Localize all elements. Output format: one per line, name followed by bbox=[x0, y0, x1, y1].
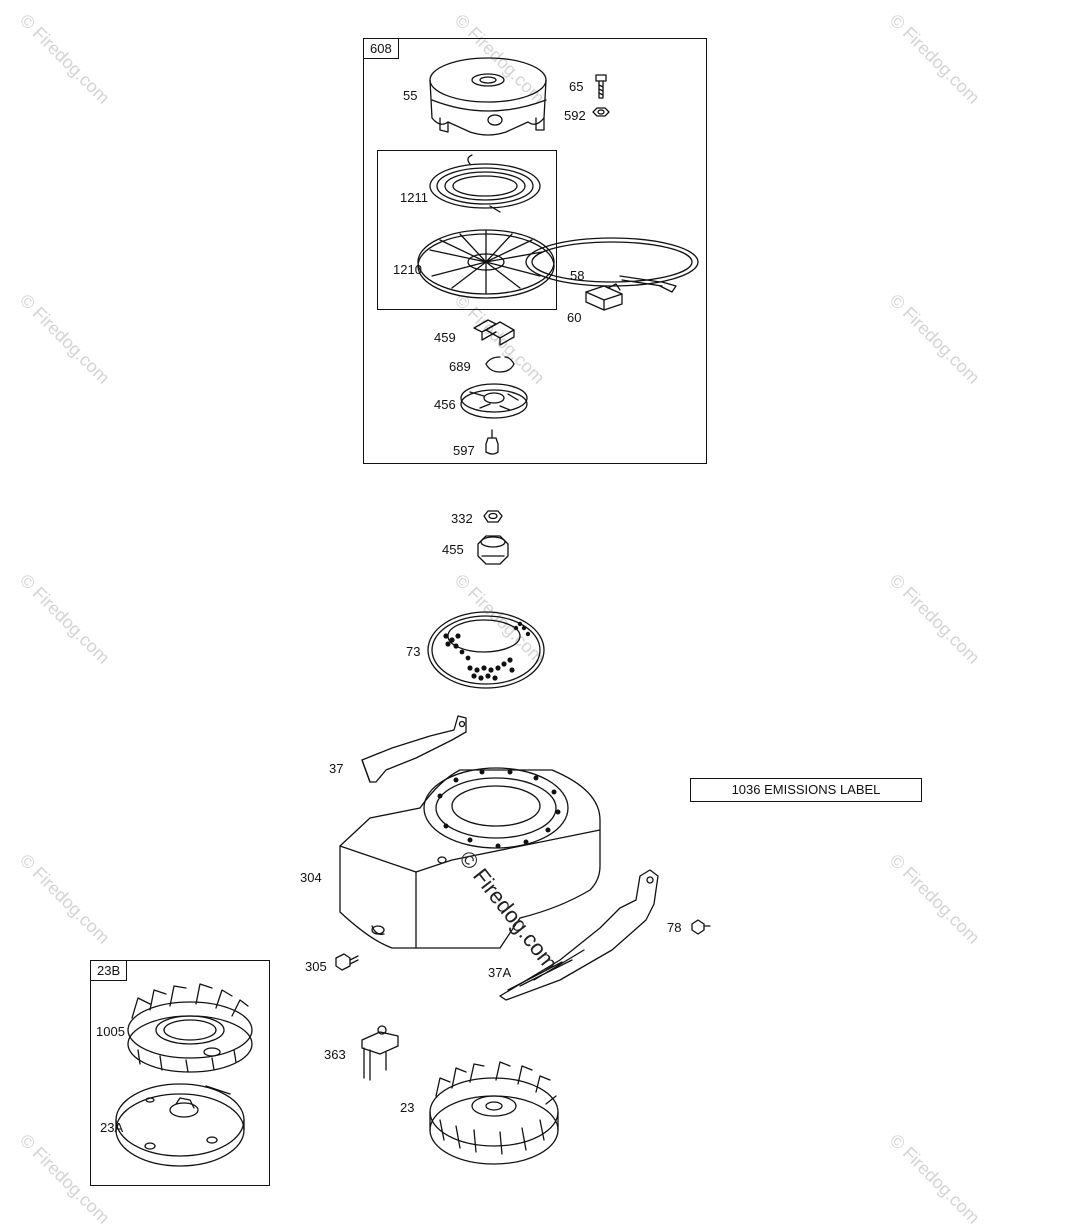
retainer-689 bbox=[485, 356, 515, 373]
starter-handle-60 bbox=[585, 283, 623, 311]
screw-597 bbox=[485, 429, 499, 455]
part-label-23A: 23A bbox=[100, 1120, 124, 1135]
group-box-608: 608 bbox=[363, 38, 707, 464]
bolt-65 bbox=[595, 74, 607, 99]
part-label-23: 23 bbox=[400, 1100, 415, 1115]
part-label-304: 304 bbox=[300, 870, 322, 885]
part-label-459: 459 bbox=[434, 330, 456, 345]
group-tag-608: 608 bbox=[364, 39, 399, 59]
flywheel-23 bbox=[429, 1061, 559, 1165]
group-box-23B: 23B bbox=[90, 960, 270, 1186]
part-label-363: 363 bbox=[324, 1047, 346, 1062]
starter-housing-55 bbox=[429, 57, 547, 136]
fan-1005 bbox=[127, 983, 253, 1073]
part-label-65: 65 bbox=[569, 79, 584, 94]
starter-dog-459 bbox=[473, 319, 515, 346]
emissions-label-box: 1036 EMISSIONS LABEL bbox=[690, 778, 922, 802]
part-label-58: 58 bbox=[570, 268, 585, 283]
part-label-455: 455 bbox=[442, 542, 464, 557]
part-label-597: 597 bbox=[453, 443, 475, 458]
screen-hub-455 bbox=[477, 535, 509, 565]
part-label-456: 456 bbox=[434, 397, 456, 412]
part-label-37A: 37A bbox=[488, 965, 512, 980]
exploded-view-drawing bbox=[115, 57, 711, 1167]
flywheel-plate-23A bbox=[115, 1083, 245, 1167]
part-label-305: 305 bbox=[305, 959, 327, 974]
blower-housing-304 bbox=[339, 767, 601, 949]
parts-diagram: © Firedog.com © Firedog.com © Firedog.co… bbox=[16, 10, 984, 1228]
baffle-37A bbox=[499, 869, 659, 1001]
nut-332 bbox=[483, 510, 503, 523]
part-label-1211: 1211 bbox=[400, 190, 428, 205]
baffle-37 bbox=[361, 715, 467, 783]
part-label-332: 332 bbox=[451, 511, 473, 526]
part-label-78: 78 bbox=[667, 920, 682, 935]
group-tag-23B: 23B bbox=[91, 961, 128, 981]
part-label-37: 37 bbox=[329, 761, 344, 776]
part-label-73: 73 bbox=[406, 644, 421, 659]
bracket-363 bbox=[361, 1025, 399, 1081]
nut-592 bbox=[592, 107, 610, 117]
starter-cup-456 bbox=[460, 383, 528, 419]
part-label-592: 592 bbox=[564, 108, 586, 123]
rotating-screen-73 bbox=[427, 611, 545, 689]
screw-78 bbox=[691, 919, 711, 935]
part-label-689: 689 bbox=[449, 359, 471, 374]
group-box-recoil-assembly bbox=[377, 150, 557, 310]
part-label-60: 60 bbox=[567, 310, 582, 325]
part-label-55: 55 bbox=[403, 88, 418, 103]
screw-305 bbox=[335, 953, 359, 971]
spring-1211 bbox=[429, 154, 541, 213]
part-label-1005: 1005 bbox=[96, 1024, 125, 1039]
pulley-1210 bbox=[417, 229, 555, 299]
part-label-1210: 1210 bbox=[393, 262, 422, 277]
